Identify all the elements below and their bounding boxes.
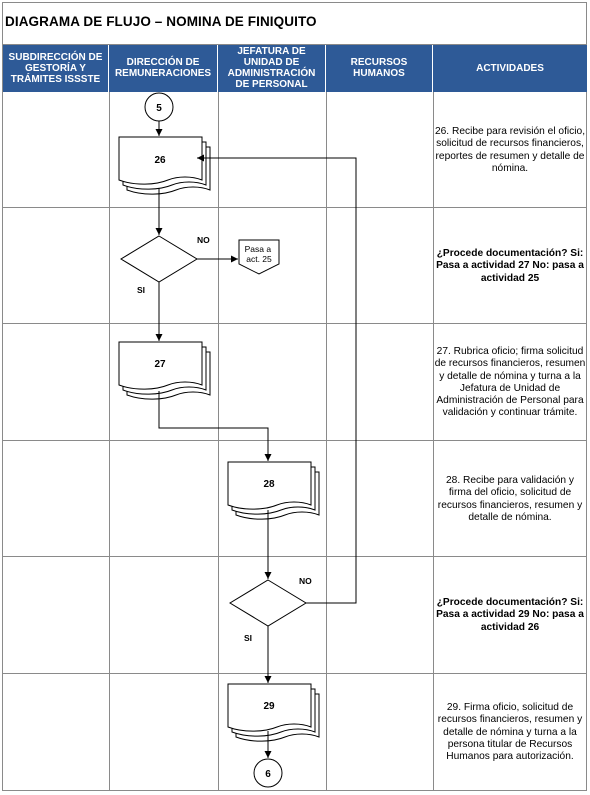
column-header-subdireccion: SUBDIRECCIÓN DE GESTORÍA Y TRÁMITES ISSS… — [3, 44, 109, 92]
document-shape-27 — [118, 341, 203, 390]
document-26-label: 26 — [154, 155, 166, 166]
decision-diamond-2 — [229, 579, 307, 627]
offpage-connector — [238, 239, 280, 275]
activity-27: 27. Rubrica oficio; firma solicitud de r… — [434, 346, 586, 420]
offpage-connector-label: Pasa a act. 25 — [245, 244, 274, 264]
document-shape-26 — [118, 136, 203, 185]
column-header-label: JEFATURA DE UNIDAD DE ADMINISTRACIÓN DE … — [227, 46, 316, 90]
column-header-label: SUBDIRECCIÓN DE GESTORÍA Y TRÁMITES ISSS… — [8, 51, 103, 85]
activity-text: 27. Rubrica oficio; firma solicitud de r… — [434, 346, 586, 419]
document-shape-28 — [227, 461, 312, 510]
arrow-27-to-28 — [158, 391, 272, 461]
document-28-label: 28 — [263, 479, 275, 490]
offpage-line-1: Pasa a — [245, 244, 272, 254]
activity-decision-2: ¿Procede documentación? Si: Pasa a activ… — [434, 597, 586, 634]
column-header-label: DIRECCIÓN DE REMUNERACIONES — [114, 57, 212, 79]
decision1-si-label: SI — [137, 285, 145, 295]
decision2-no-label: NO — [299, 576, 312, 586]
activity-decision-1: ¿Procede documentación? Si: Pasa a activ… — [434, 248, 586, 285]
lane-grid — [3, 44, 587, 791]
connector-end-label: 6 — [265, 769, 271, 780]
decision1-no-label: NO — [197, 235, 210, 245]
column-header-actividades: ACTIVIDADES — [433, 44, 587, 92]
document-27-label: 27 — [154, 359, 166, 370]
activity-text: ¿Procede documentación? Si: Pasa a activ… — [436, 597, 584, 633]
activity-28: 28. Recibe para validación y firma del o… — [434, 475, 586, 524]
column-header-recursos-humanos: RECURSOS HUMANOS — [326, 44, 433, 92]
page-title: DIAGRAMA DE FLUJO – NOMINA DE FINIQUITO — [5, 14, 317, 29]
activity-29: 29. Firma oficio, solicitud de recursos … — [434, 702, 586, 763]
offpage-line-2: act. 25 — [246, 254, 272, 264]
activity-text: ¿Procede documentación? Si: Pasa a activ… — [436, 248, 584, 284]
activity-text: 26. Recibe para revisión el oficio, soli… — [434, 126, 586, 174]
decision2-si-label: SI — [244, 633, 252, 643]
column-header-label: ACTIVIDADES — [476, 62, 544, 74]
column-header-jefatura: JEFATURA DE UNIDAD DE ADMINISTRACIÓN DE … — [218, 44, 326, 92]
decision-diamond-1 — [120, 235, 198, 283]
document-29-label: 29 — [263, 701, 275, 712]
activity-text: 28. Recibe para validación y firma del o… — [437, 475, 583, 523]
arrow-decision2-no — [197, 154, 357, 604]
connector-end — [253, 758, 283, 788]
document-shape-29 — [227, 683, 312, 732]
column-header-label: RECURSOS HUMANOS — [350, 57, 408, 79]
activity-26: 26. Recibe para revisión el oficio, soli… — [434, 126, 586, 175]
activity-text: 29. Firma oficio, solicitud de recursos … — [437, 702, 583, 763]
connector-start-label: 5 — [156, 103, 162, 114]
column-header-remuneraciones: DIRECCIÓN DE REMUNERACIONES — [109, 44, 218, 92]
